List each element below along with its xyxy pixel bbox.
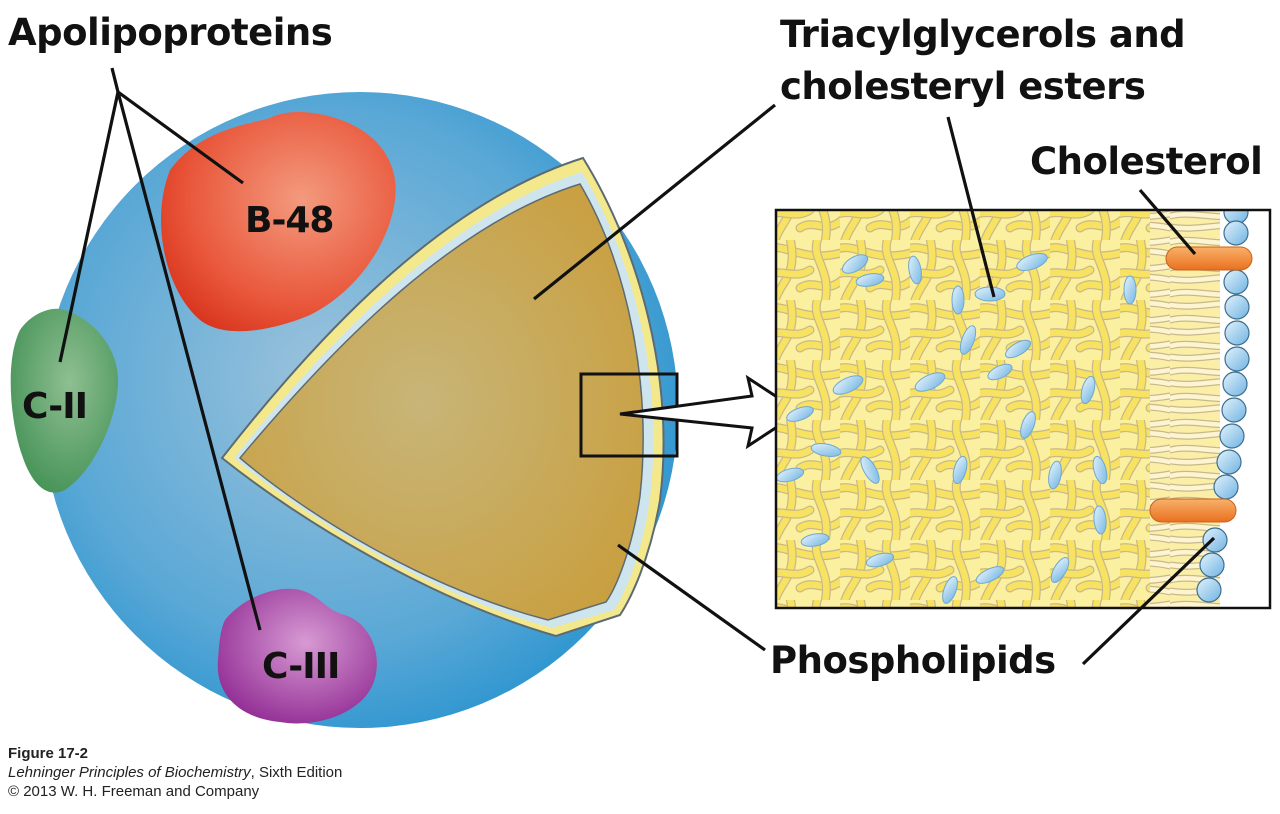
copyright-line: © 2013 W. H. Freeman and Company (8, 783, 260, 800)
label-core-line2: cholesteryl esters (780, 65, 1146, 108)
book-citation: Lehninger Principles of Biochemistry, Si… (8, 763, 342, 782)
magnified-box-border (774, 208, 1272, 610)
label-protein-b48: B-48 (245, 200, 334, 241)
magnified-section (774, 208, 1272, 610)
protein-cii-shape (10, 308, 119, 493)
phospholipid-headgroups (1196, 210, 1250, 603)
label-cholesterol: Cholesterol (1030, 140, 1263, 183)
label-apolipoproteins: Apolipoproteins (8, 11, 333, 54)
book-edition: , Sixth Edition (250, 764, 343, 781)
book-title: Lehninger Principles of Biochemistry (8, 764, 251, 781)
figure-caption: Figure 17-2 Lehninger Principles of Bioc… (8, 744, 342, 801)
figure-number: Figure 17-2 (8, 745, 89, 762)
cholesterol-molecule-bottom (1149, 498, 1237, 523)
label-core-line1: Triacylglycerols and (780, 13, 1186, 56)
cholesteryl-esters (776, 252, 1137, 604)
label-protein-cii: C-II (22, 386, 88, 427)
leader-lines (58, 67, 1216, 666)
cholesterol-molecule-top (1165, 246, 1253, 271)
label-protein-ciii: C-III (262, 646, 340, 687)
chylomicron-particle (10, 92, 679, 728)
label-phospholipids: Phospholipids (770, 639, 1056, 682)
